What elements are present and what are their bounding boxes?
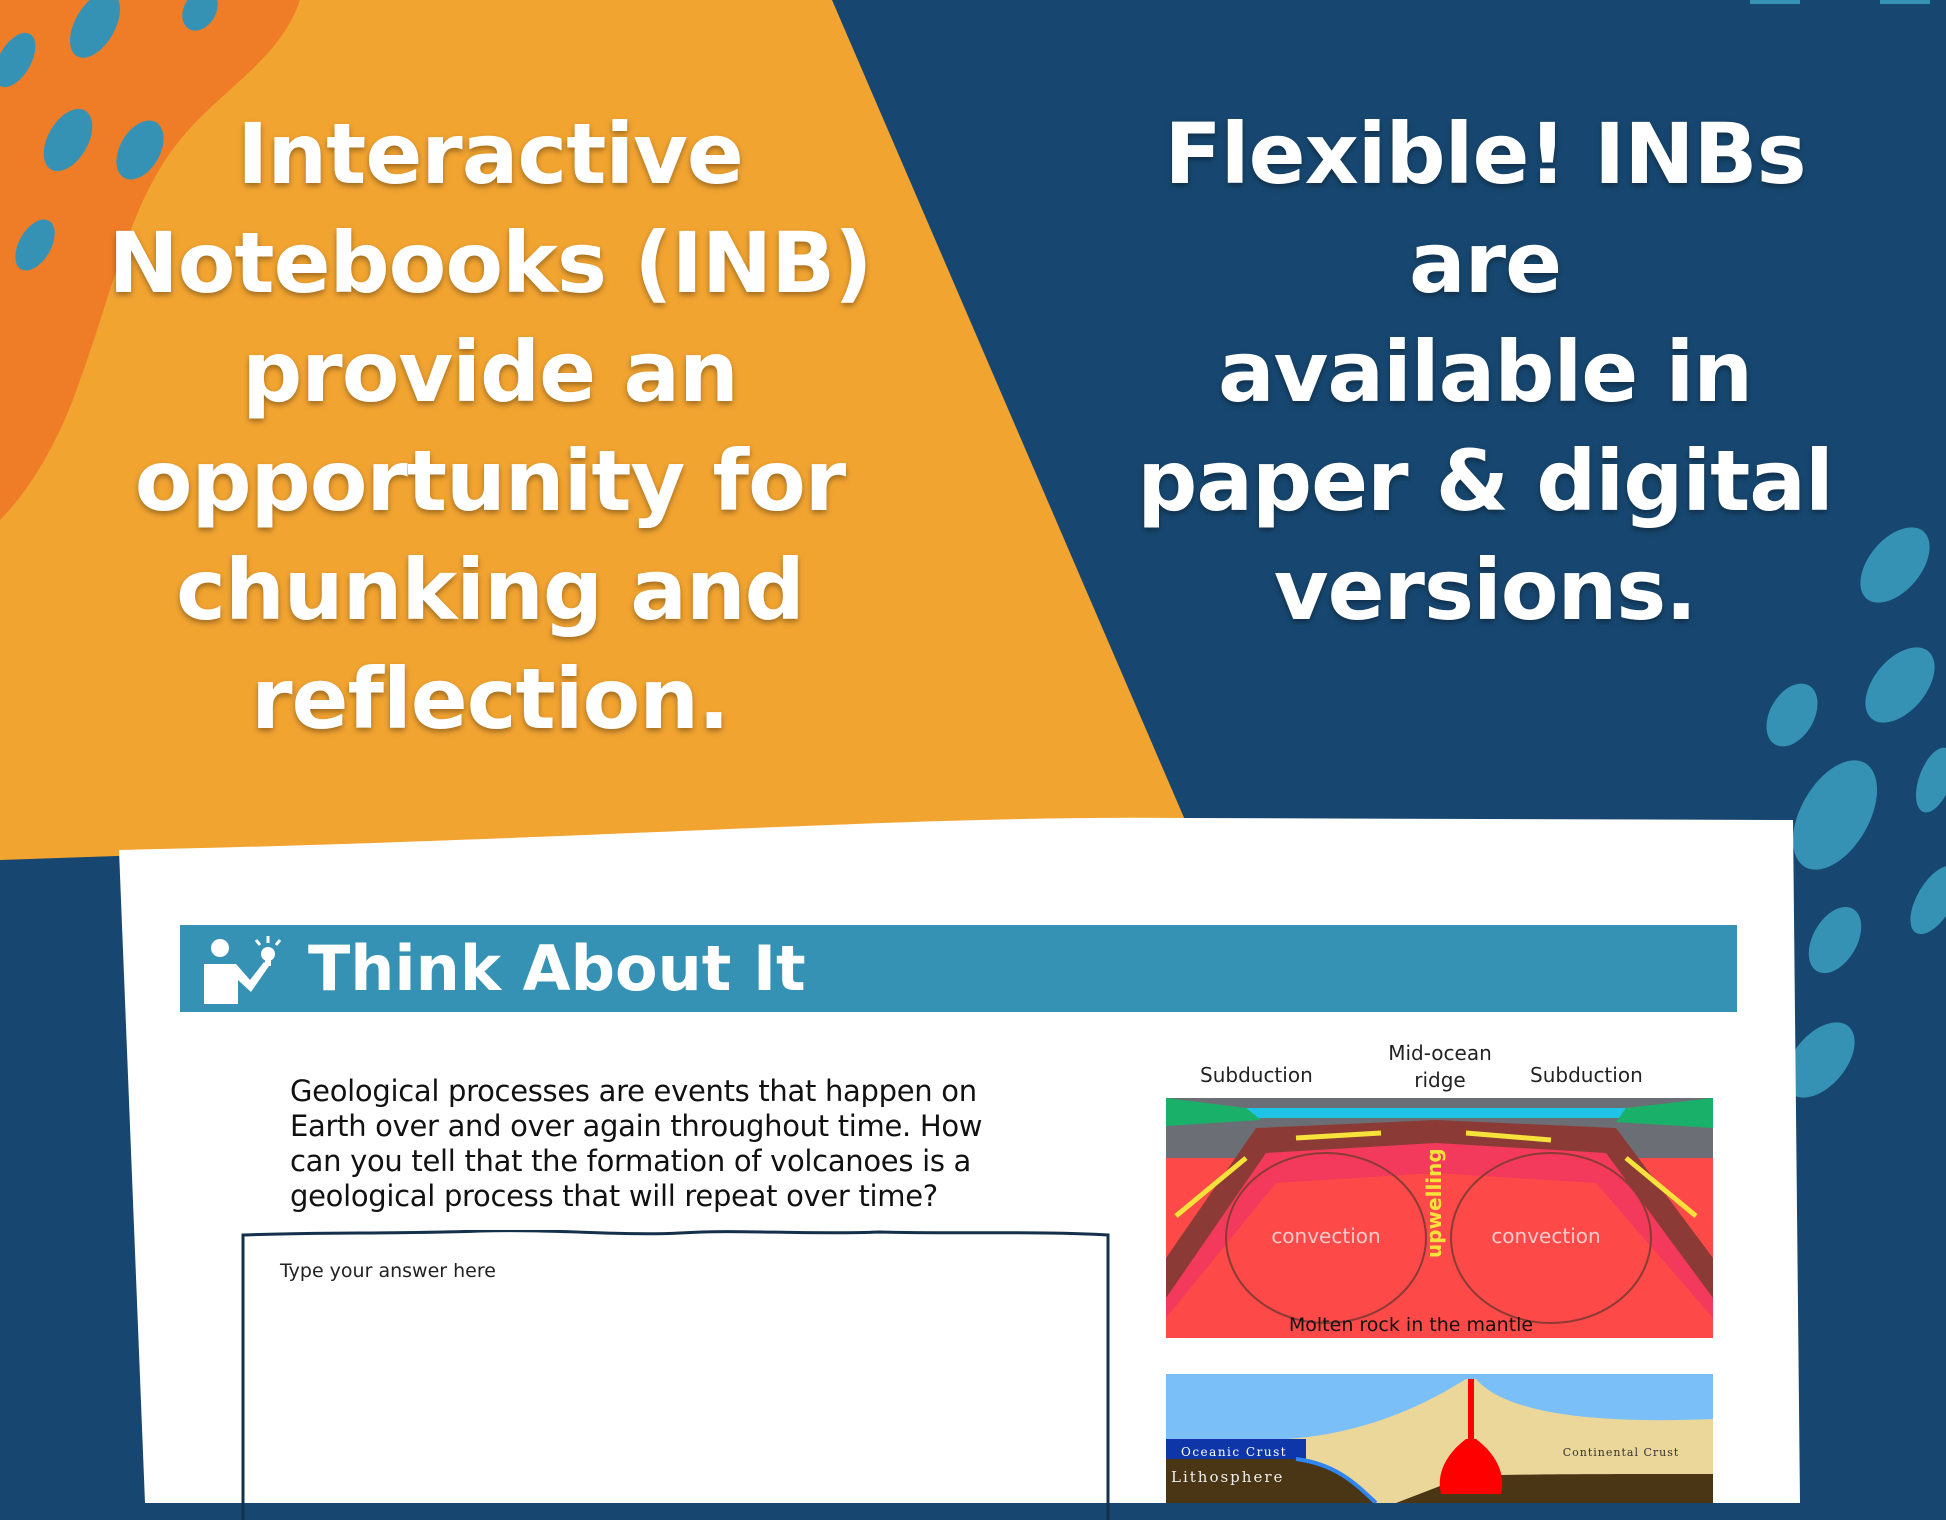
convection-right-label: convection [1491, 1224, 1600, 1248]
answer-box[interactable]: Type your answer here [240, 1230, 1112, 1520]
headline-line: reflection. [251, 650, 730, 748]
subduction-left-label: Subduction [1200, 1063, 1313, 1087]
right-headline: Flexible! INBs are available in paper & … [1080, 100, 1890, 645]
section-header: Think About It [180, 925, 1737, 1012]
headline-line: chunking and [176, 541, 805, 639]
subduction-right-label: Subduction [1530, 1063, 1643, 1087]
lithosphere-label: Lithosphere [1171, 1468, 1284, 1486]
headline-line: Notebooks (INB) [108, 214, 872, 312]
convection-left-label: convection [1271, 1224, 1380, 1248]
left-headline: Interactive Notebooks (INB) provide an o… [60, 100, 920, 754]
headline-line: available in [1217, 323, 1753, 421]
answer-box-border [241, 1230, 1110, 1520]
continental-crust-label: Continental Crust [1563, 1446, 1680, 1459]
headline-line: paper & digital [1137, 432, 1834, 530]
headline-line: Interactive [237, 105, 744, 203]
volcano-diagram: Oceanic Crust Lithosphere Continental Cr… [1166, 1374, 1713, 1503]
oceanic-crust-label: Oceanic Crust [1181, 1445, 1287, 1459]
headline-line: versions. [1273, 541, 1697, 639]
mid-ocean-ridge-label: Mid-ocean ridge [1388, 1041, 1492, 1092]
convection-diagram: convection convection upwelling Molten r… [1166, 1098, 1713, 1338]
molten-rock-label: Molten rock in the mantle [1289, 1314, 1533, 1336]
headline-line: provide an [242, 323, 739, 421]
question-text: Geological processes are events that hap… [290, 1074, 983, 1213]
answer-placeholder: Type your answer here [280, 1260, 496, 1282]
headline-line: Flexible! INBs are [1164, 105, 1806, 312]
upwelling-label: upwelling [1422, 1148, 1446, 1258]
section-title: Think About It [308, 932, 806, 1005]
person-lightbulb-icon [204, 935, 282, 1004]
headline-line: opportunity for [134, 432, 846, 530]
